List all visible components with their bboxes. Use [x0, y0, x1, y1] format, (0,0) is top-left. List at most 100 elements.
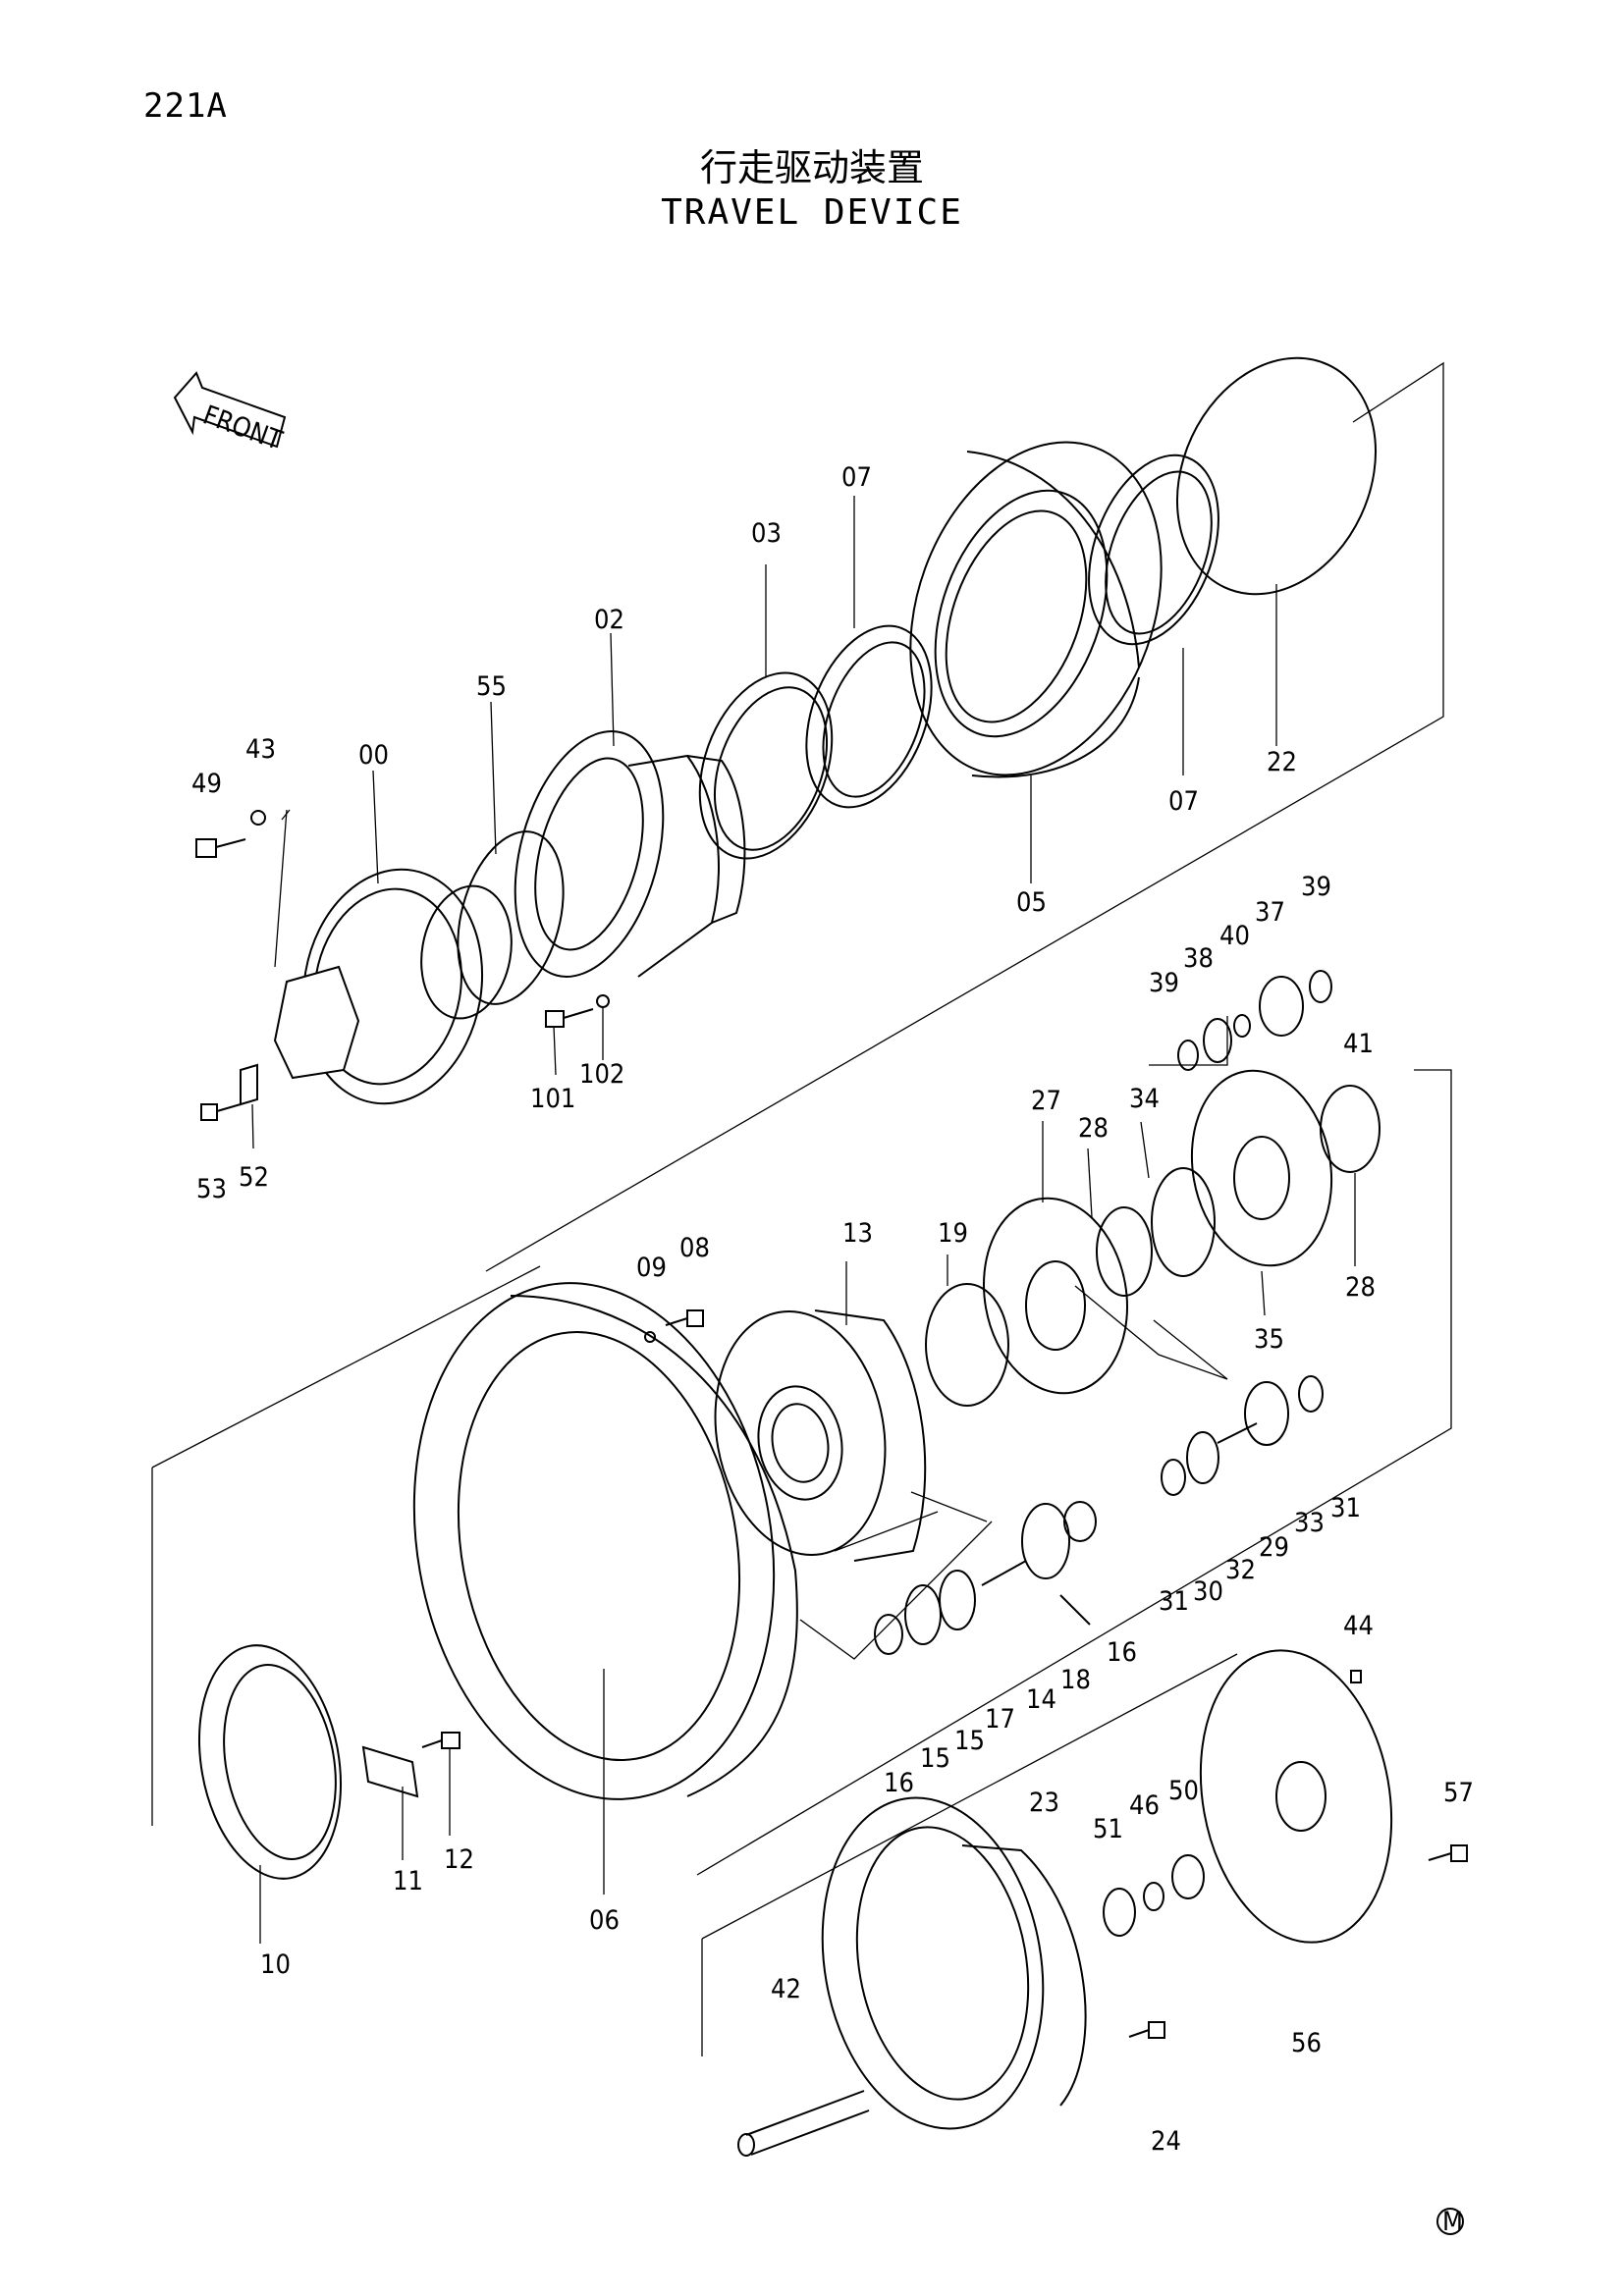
bolt-53-icon [200, 1103, 242, 1121]
part-40-washer [1233, 1014, 1251, 1038]
label-part-19: 19 [938, 1218, 968, 1249]
corner-mark-label: M [1442, 2207, 1463, 2237]
washer-09-icon [644, 1331, 656, 1343]
label-part-07b: 07 [1168, 786, 1199, 817]
label-part-41: 41 [1343, 1029, 1374, 1059]
label-part-11: 11 [393, 1866, 423, 1896]
part-15-bearing-left [904, 1584, 942, 1645]
part-51-snap-ring [1103, 1888, 1136, 1937]
label-part-43: 43 [245, 734, 276, 765]
label-part-16a: 16 [884, 1768, 914, 1798]
label-part-09: 09 [636, 1253, 667, 1283]
part-50-bearing [1171, 1854, 1205, 1899]
part-27-carrier [982, 1197, 1129, 1395]
part-42-shaft [737, 2090, 870, 2157]
label-part-08: 08 [679, 1233, 710, 1263]
part-18-pin [1059, 1594, 1091, 1626]
label-part-50: 50 [1168, 1776, 1199, 1806]
part-29-gear [1244, 1381, 1289, 1446]
label-part-32: 32 [1225, 1555, 1256, 1585]
label-part-00: 00 [358, 740, 389, 771]
label-part-34: 34 [1129, 1084, 1160, 1114]
label-part-12: 12 [444, 1844, 474, 1875]
title-chinese: 行走驱动装置 [699, 146, 924, 189]
group-frames [151, 361, 1452, 2056]
title-english: TRAVEL DEVICE [661, 192, 963, 233]
washer-102-icon [596, 994, 610, 1008]
front-arrow-icon: FRONT [173, 371, 286, 456]
part-31-washer-right [1298, 1375, 1324, 1413]
label-part-06: 06 [589, 1905, 620, 1936]
part-32-shaft [1217, 1422, 1258, 1444]
label-part-38: 38 [1183, 943, 1214, 974]
label-part-53: 53 [196, 1174, 227, 1204]
label-part-15a: 15 [920, 1743, 950, 1774]
bolt-44-icon [1350, 1670, 1362, 1683]
part-17-shaft [981, 1560, 1027, 1586]
part-22-oring [1175, 356, 1378, 596]
label-part-40: 40 [1219, 921, 1250, 951]
label-part-14: 14 [1026, 1684, 1056, 1715]
label-part-16b: 16 [1107, 1637, 1137, 1668]
part-56-cover [1199, 1649, 1393, 1944]
label-part-31a: 31 [1159, 1586, 1189, 1617]
label-part-24: 24 [1151, 2126, 1181, 2157]
label-part-101: 101 [530, 1084, 575, 1114]
label-part-30: 30 [1193, 1576, 1223, 1607]
label-part-18: 18 [1060, 1665, 1091, 1695]
part-16-washer-right [1063, 1501, 1097, 1542]
page-id: 221A [143, 86, 228, 126]
label-part-39a: 39 [1301, 872, 1331, 902]
part-07-floating-seal-left [805, 624, 933, 809]
label-part-10: 10 [260, 1949, 291, 1980]
label-part-102: 102 [579, 1059, 624, 1090]
label-part-57: 57 [1443, 1778, 1474, 1808]
part-02-spindle [514, 730, 746, 978]
part-28-thrust-washer-left [1096, 1206, 1153, 1297]
bolt-08-icon [665, 1309, 704, 1327]
part-labels: 00 02 03 05 06 07 07 08 09 10 11 12 13 1… [191, 462, 1474, 2157]
part-38-bearing [1203, 1018, 1232, 1063]
label-part-55: 55 [476, 671, 507, 702]
bolt-57-icon [1428, 1844, 1468, 1862]
label-part-31b: 31 [1330, 1493, 1361, 1523]
label-part-56: 56 [1291, 2028, 1322, 2058]
label-part-23: 23 [1029, 1788, 1059, 1818]
label-part-51: 51 [1093, 1814, 1123, 1844]
part-30-bearing [1186, 1431, 1219, 1484]
label-part-15b: 15 [954, 1726, 985, 1756]
leader-lines [251, 496, 1356, 1944]
label-part-33: 33 [1294, 1508, 1325, 1538]
label-part-49: 49 [191, 769, 222, 799]
part-46-washer [1143, 1882, 1164, 1911]
part-34-gear [1151, 1167, 1216, 1277]
part-37-gear [1259, 976, 1304, 1037]
part-35-carrier [1190, 1069, 1333, 1267]
label-part-42: 42 [771, 1974, 801, 2004]
corner-mark-icon: M [1436, 2207, 1464, 2237]
washer-43-icon [250, 810, 266, 826]
part-31-washer-left [1161, 1459, 1186, 1496]
label-part-28a: 28 [1078, 1113, 1109, 1144]
label-part-05: 05 [1016, 887, 1047, 918]
part-16-washer-left [874, 1614, 903, 1655]
part-05-hub [909, 441, 1163, 778]
label-part-46: 46 [1129, 1790, 1160, 1821]
part-15-bearing-right [939, 1570, 976, 1630]
part-03-ring [698, 671, 834, 860]
label-part-17: 17 [985, 1704, 1015, 1735]
part-39-washer-upper [1309, 970, 1332, 1003]
label-part-52: 52 [239, 1162, 269, 1193]
bolt-24-icon [1128, 2021, 1165, 2039]
bolt-12-icon [421, 1732, 460, 1749]
label-part-07a: 07 [841, 462, 872, 493]
bolt-101-icon [545, 1008, 594, 1028]
label-part-29: 29 [1259, 1532, 1289, 1563]
label-part-22: 22 [1267, 747, 1297, 777]
label-part-13: 13 [842, 1218, 873, 1249]
label-part-39b: 39 [1149, 968, 1179, 998]
part-19-gear [925, 1283, 1009, 1407]
part-10-cover [197, 1644, 343, 1880]
label-part-35: 35 [1254, 1324, 1284, 1355]
